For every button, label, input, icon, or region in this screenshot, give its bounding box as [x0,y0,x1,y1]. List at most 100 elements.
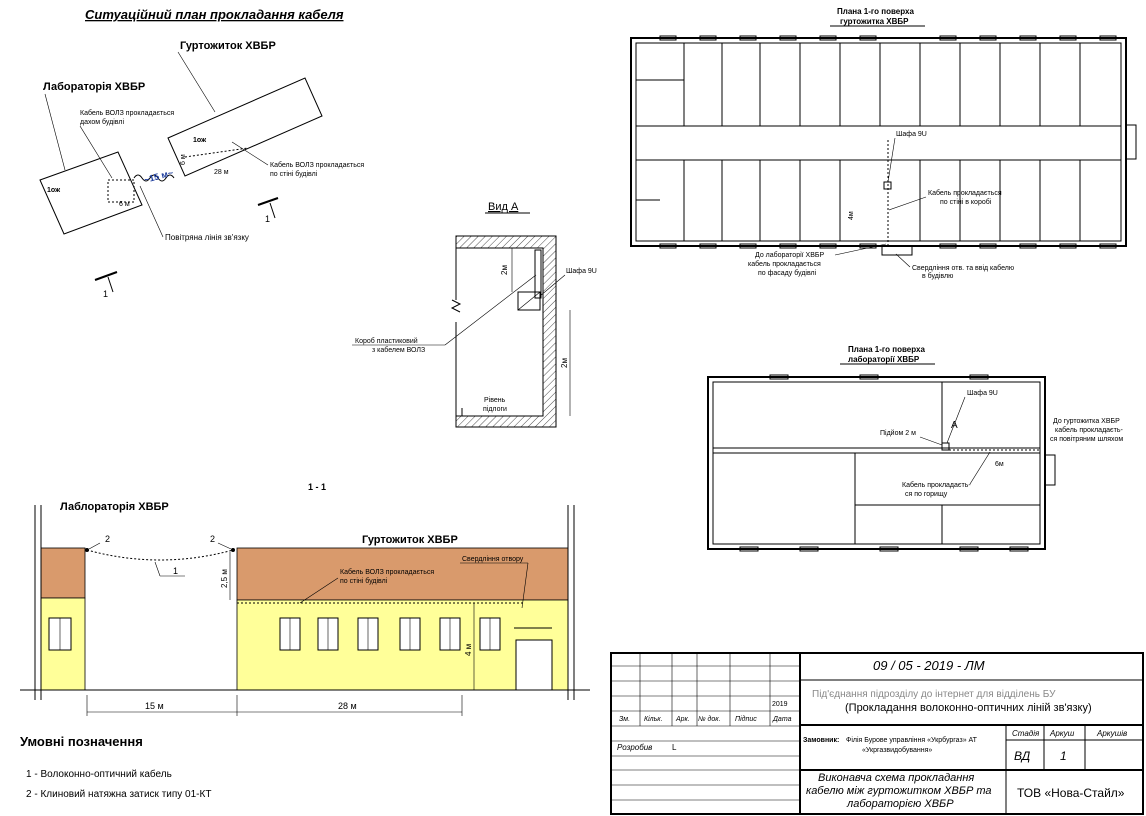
dorm-window [1059,35,1077,41]
site-dorm-leader [177,51,216,113]
dorm-window [699,243,717,249]
lab-window [859,374,879,380]
site-lab-leader [44,93,66,171]
section-clamp-left [85,548,89,552]
dorm-plan-title-1: Плана 1-го поверха [837,7,914,16]
tb-sheet-h: Аркуш [1049,729,1075,738]
tb-drawing-2: кабелю між гуртожитком ХВБР та [806,785,992,797]
section-view: 1 - 1 Лаблораторія ХВБР Гуртожиток ХВБР … [20,482,590,716]
view-a-break-mark [450,299,462,313]
site-lab-label: Лабораторія ХВБР [43,81,145,93]
lab-rise-leader [919,436,943,446]
section-title: 1 - 1 [308,482,326,492]
dorm-window [939,35,957,41]
dorm-cable-box-2: по стіні в коробі [940,198,992,206]
tb-doc-code: 09 / 05 - 2019 - ЛМ [873,658,985,673]
view-a-cabinet-leader [539,274,566,297]
section-drill-leader [521,562,529,609]
section-lab-label: Лаблораторія ХВБР [60,501,169,513]
dorm-window [1059,243,1077,249]
site-lab-floor: 1ож [47,187,61,194]
site-lab-dim: 6 м [119,201,130,208]
tb-h-zm: Зм. [619,716,630,723]
section-mark-2a-leader [88,542,101,550]
section-dim-4: 4 м [464,644,473,656]
section-mark-2b: 2 [210,534,215,544]
dorm-window [659,243,677,249]
view-a-floor-note-1: Рівень [484,396,506,404]
lab-attic-leader [969,451,991,485]
dorm-window [1019,35,1037,41]
tb-company: ТОВ «Нова-Стайл» [1017,786,1125,800]
section-wall-note-1: Кабель ВОЛЗ прокладається [340,568,434,576]
view-a-box-note-1: Короб пластиковий [355,337,418,345]
tb-developed: Розробив [617,743,652,752]
site-dorm-dim-h: 28 м [214,169,229,176]
dorm-facade-3: по фасаду будівлі [758,269,817,277]
dorm-window [1019,243,1037,249]
site-lab-building [39,151,143,235]
view-a-title: Вид А [488,201,519,213]
lab-inner-wall [712,381,1041,545]
dorm-cabinet-leader [887,137,896,183]
dorm-inner-wall [635,42,1122,242]
legend-item-1: 1 - Волоконно-оптичний кабель [26,768,172,780]
dorm-window [979,35,997,41]
lab-plan: Плана 1-го поверха лабораторії ХВБР Шафа… [707,345,1123,552]
dorm-window [819,243,837,249]
section-marker-left [94,271,118,281]
lab-entrance-steps [1044,454,1056,486]
lab-window [739,546,759,552]
section-marker-right [257,197,279,206]
section-wall-leader [299,577,339,604]
dorm-entrance-steps [1125,124,1137,160]
tb-stage-h: Стадія [1012,729,1040,738]
site-span-label: ~15 м~ [143,168,174,185]
site-wall-note-1: Кабель ВОЛЗ прокладається [270,161,364,169]
tb-h-date: Дата [772,716,792,723]
site-air-note: Повітряна лінія зв'язку [165,233,249,242]
tb-drawing-1: Виконавча схема прокладання [818,772,974,784]
section-lab-roof [40,547,86,599]
section-marker-label-left: 1 [103,289,108,299]
section-marker-label-right: 1 [265,214,270,224]
lab-window [959,546,979,552]
view-a-dim-side: 2м [560,358,569,368]
view-a-floor-note-2: підлоги [483,405,507,413]
dorm-window [739,35,757,41]
lab-window [879,546,899,552]
site-lab-room [107,179,135,203]
dorm-drill-2: в будівлю [922,272,953,280]
site-plan-title: Ситуаційний план прокладання кабеля [85,7,344,22]
dorm-window [859,35,877,41]
dorm-window [819,35,837,41]
dorm-window [779,243,797,249]
dorm-window [939,243,957,249]
site-wall-note-2: по стіні будівлі [270,170,318,178]
lab-cabinet-label: Шафа 9U [967,390,998,397]
dorm-window [1099,35,1117,41]
site-dorm-floor: 1ож [193,137,207,144]
dorm-plan: Плана 1-го поверха гуртожитка ХВБР Шафа … [630,7,1137,280]
legend-item-2: 2 - Клиновий натяжна затиск типу 01-КТ [26,789,211,800]
dorm-facade-leader [834,243,887,256]
section-dorm-windows [279,617,501,651]
tb-stage: ВД [1014,749,1031,763]
tb-project-1: Під'єднання підрозділу до інтернет для в… [812,689,1056,700]
section-mark-1-leader [154,561,161,577]
dorm-facade-2: кабель прокладається [748,260,821,268]
view-a-cabinet-label: Шафа 9U [566,268,597,275]
dorm-window [659,35,677,41]
section-mark-2b-leader [217,542,232,550]
tb-customer-1: Філія Бурове управління «Укрбургаз» АТ [846,736,978,744]
tb-year: 2019 [772,701,788,708]
tb-h-kilk: Кільк. [644,715,663,723]
site-plan: Ситуаційний план прокладання кабеля Гурт… [39,7,364,299]
lab-mark-a: A [951,420,958,431]
tb-drawing-3: лабораторією ХВБР [846,798,954,810]
lab-to-dorm-3: ся повітряним шляхом [1050,435,1123,443]
site-dorm-dim-v: 6 м [180,154,187,165]
tb-developer: L [672,743,677,752]
section-dorm-label: Гуртожиток ХВБР [362,534,458,546]
